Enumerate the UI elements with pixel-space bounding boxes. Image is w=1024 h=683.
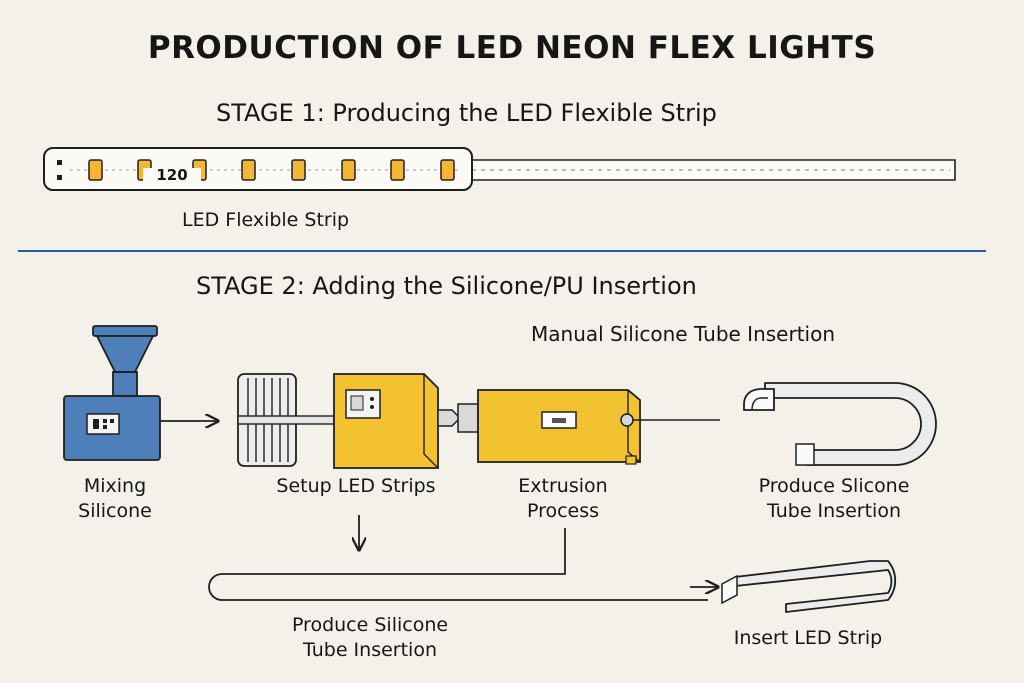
manual-insertion-heading: Manual Silicone Tube Insertion [531,322,836,346]
produce-tube-top-label: Produce Slicone Tube Insertion [758,475,910,522]
insert-led-strip-label: Insert LED Strip [733,627,883,649]
stage1-title: STAGE 1: Producing the LED Flexible Stri… [216,99,717,127]
setup-led-strips-label: Setup LED Strips [276,475,436,497]
produce-tube-bottom-label: Produce Silicone Tube Insertion [291,614,449,661]
stage2-title: STAGE 2: Adding the Silicone/PU Insertio… [196,272,697,300]
silicone-tube-icon [721,560,897,613]
control-box-icon [333,373,462,469]
strip-label: LED Flexible Strip [182,209,350,231]
silicone-tube-path [208,528,708,601]
extruder-icon [457,389,720,465]
stage-divider [18,250,986,252]
extrusion-process-label: Extrusion Process [518,475,608,522]
mixing-silicone-label: Mixing Silicone [78,475,152,522]
silicone-tube-icon [743,382,937,466]
strip-marking: 120 [143,168,201,183]
main-title: PRODUCTION OF LED NEON FLEX LIGHTS [147,30,877,66]
hopper-mixer-icon [63,325,161,461]
reel-icon [237,373,335,467]
